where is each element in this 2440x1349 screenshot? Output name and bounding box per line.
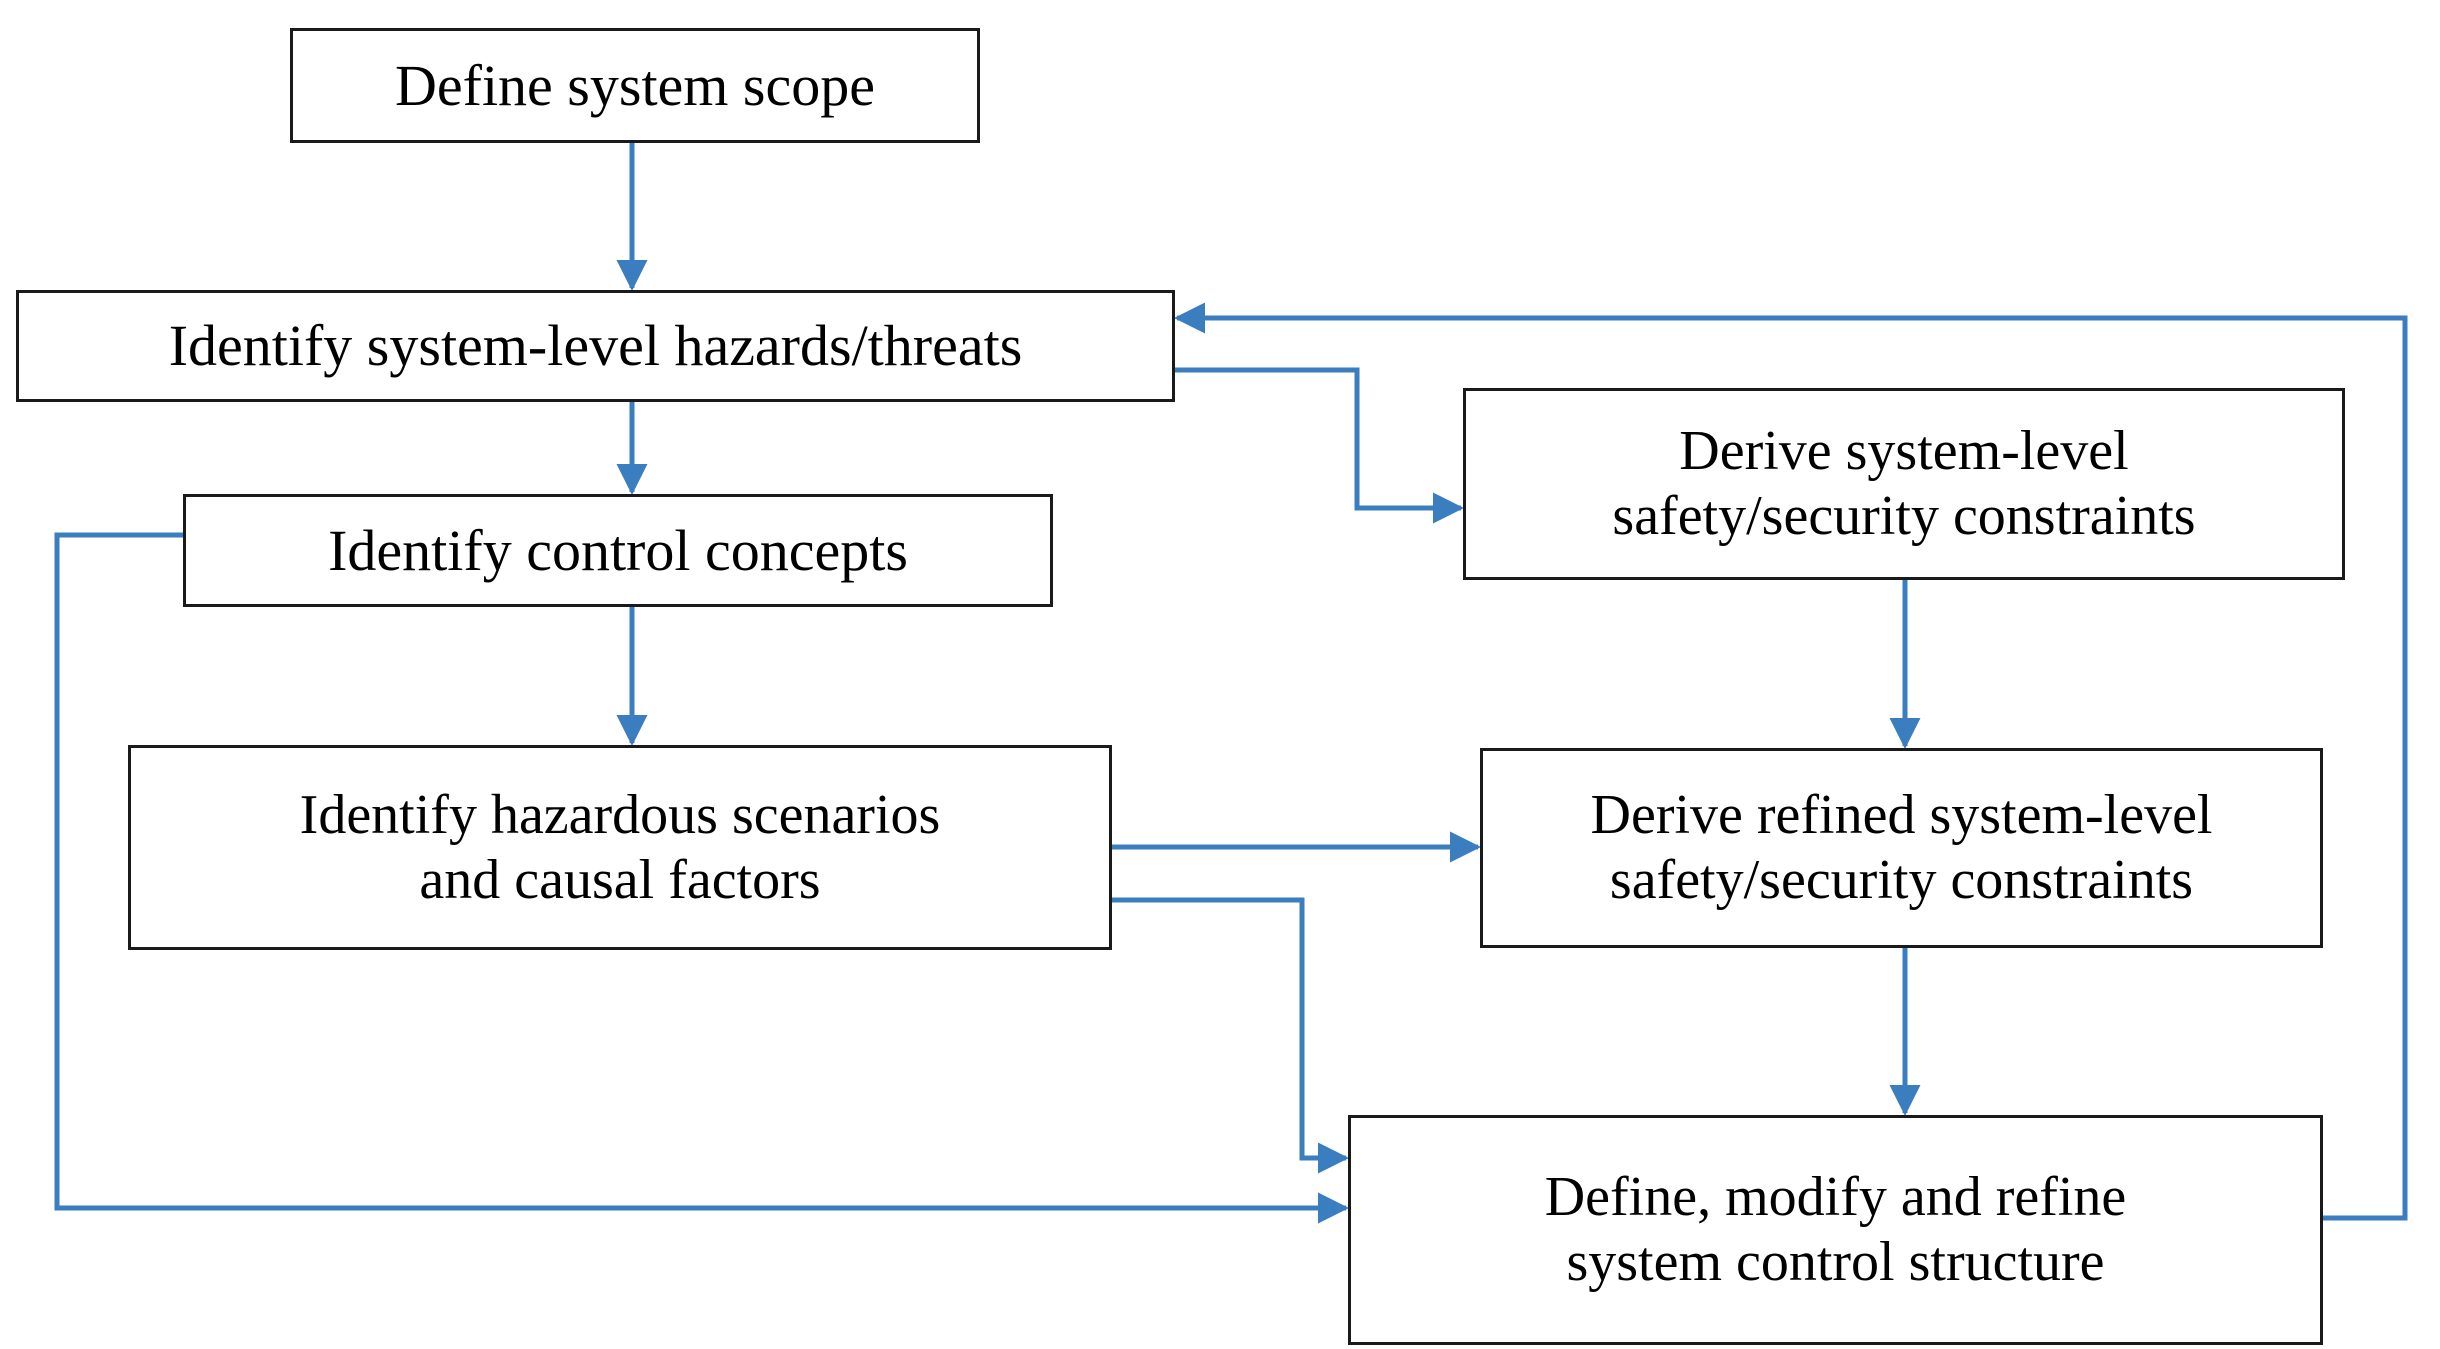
node-identify-hazardous-scenarios[interactable]: Identify hazardous scenarios and causal … <box>128 745 1112 950</box>
node-define-modify-refine-control-structure[interactable]: Define, modify and refine system control… <box>1348 1115 2323 1345</box>
node-label: Identify control concepts <box>328 517 908 583</box>
node-derive-system-level-constraints[interactable]: Derive system-level safety/security cons… <box>1463 388 2345 580</box>
node-label: Define, modify and refine system control… <box>1544 1166 2127 1293</box>
node-label: Identify hazardous scenarios and causal … <box>299 783 941 911</box>
node-derive-refined-constraints[interactable]: Derive refined system-level safety/secur… <box>1480 748 2323 948</box>
node-define-system-scope[interactable]: Define system scope <box>290 28 980 143</box>
node-label: Derive refined system-level safety/secur… <box>1590 784 2213 911</box>
node-label: Define system scope <box>395 52 875 118</box>
edge-scenarios-to-control-structure <box>1112 897 1350 1174</box>
node-identify-hazards-threats[interactable]: Identify system-level hazards/threats <box>16 290 1175 402</box>
node-identify-control-concepts[interactable]: Identify control concepts <box>183 494 1053 607</box>
node-label: Identify system-level hazards/threats <box>168 313 1023 379</box>
edge-hazards-to-derive-constraints <box>1175 367 1465 524</box>
node-label: Derive system-level safety/security cons… <box>1612 420 2196 547</box>
